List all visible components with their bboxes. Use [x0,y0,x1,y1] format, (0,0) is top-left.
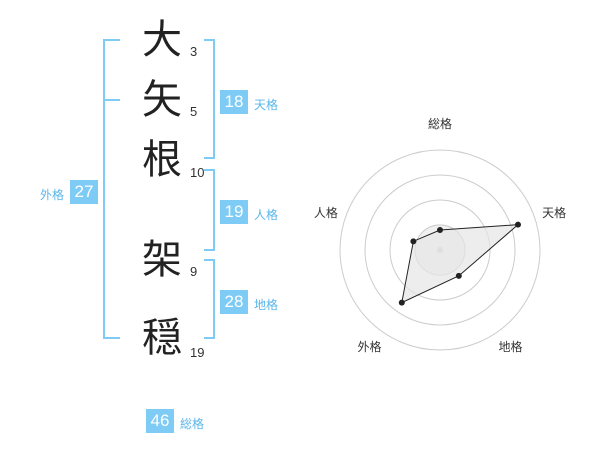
radar-axis-label-2: 天格 [542,205,566,220]
name-char-1: 大 [142,17,182,63]
radar-point-5 [410,238,417,245]
name-char-4: 架 [142,237,182,283]
stroke-count-1: 3 [190,44,198,59]
radar-axis-label-1: 総格 [428,116,452,131]
radar-polygon [401,224,520,304]
stroke-count-2: 5 [190,104,198,119]
radar-axis-label-3: 地格 [499,339,523,354]
tenkaku-bracket [204,39,215,159]
radar-point-4 [398,299,405,306]
stroke-count-5: 19 [190,345,205,360]
name-char-3: 根 [142,137,182,183]
radar-point-2 [514,221,521,228]
jinkaku-badge: 19 [220,200,248,224]
gaikaku-bracket [103,39,120,339]
radar-ring [389,199,491,301]
radar-axis-label-4: 外格 [357,339,381,354]
soukaku-label: 総格 [180,417,205,431]
jinkaku-bracket [204,169,215,251]
radar-polygon-group [398,221,521,306]
jinkaku-label: 人格 [254,208,279,222]
radar-ring [339,149,541,351]
tenkaku-label: 天格 [254,98,279,112]
gaikaku-label: 外格 [40,188,65,202]
chikaku-label: 地格 [254,298,279,312]
name-char-2: 矢 [142,77,182,123]
name-char-5: 穏 [142,315,182,361]
chikaku-badge: 28 [220,290,248,314]
tenkaku-badge: 18 [220,90,248,114]
radar-point-3 [455,272,462,279]
radar-ring [364,174,516,326]
stroke-count-3: 10 [190,165,205,180]
radar-axis-label-5: 人格 [314,205,338,220]
stroke-count-4: 9 [190,264,198,279]
chikaku-bracket [204,259,215,339]
radar-point-1 [437,227,443,233]
gaikaku-badge: 27 [70,180,98,204]
soukaku-badge: 46 [146,409,174,433]
